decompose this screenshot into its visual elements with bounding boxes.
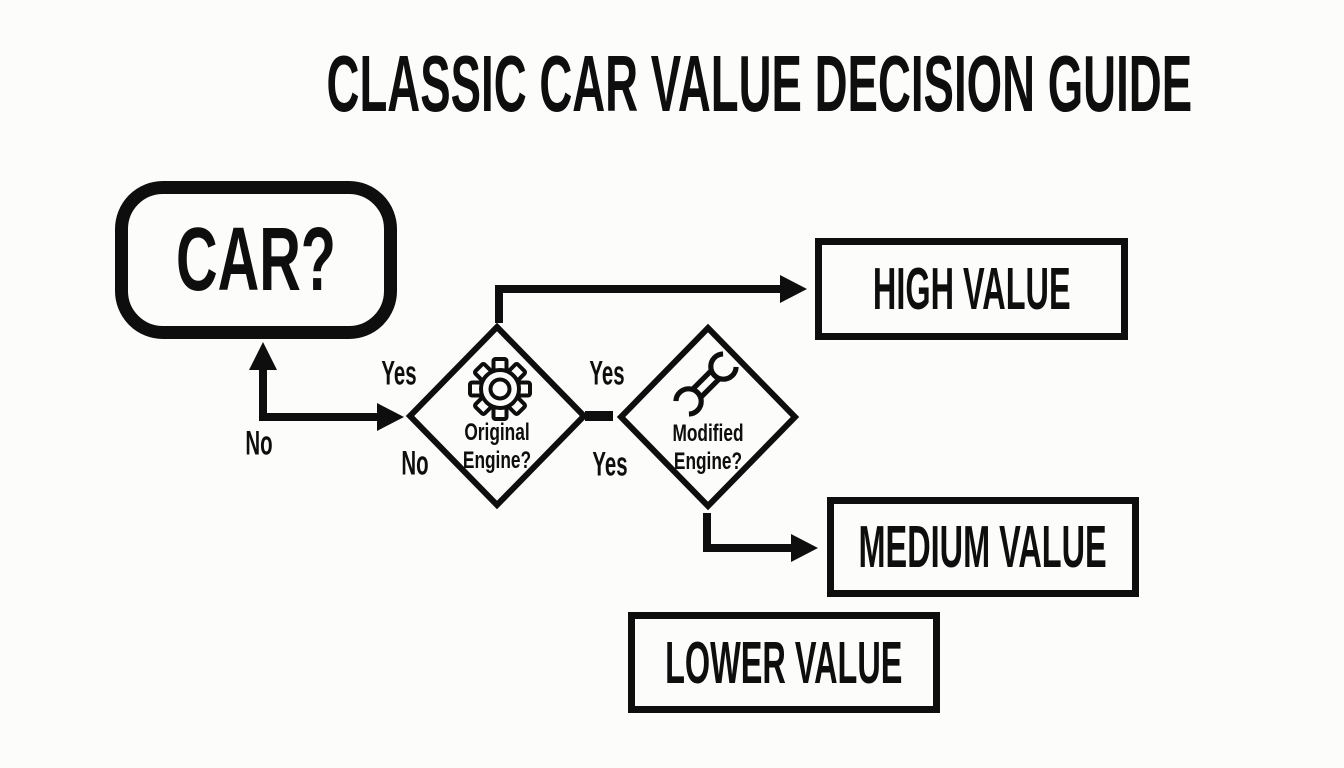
arrowhead-right-to-high-value: [780, 275, 807, 303]
arrowhead-right-to-medium-value: [791, 534, 818, 562]
edge-to-medium-value: [703, 513, 792, 552]
arrowhead-up-to-car: [249, 342, 277, 370]
node-car: CAR?: [115, 181, 397, 339]
node-high-value: HIGH VALUE: [815, 238, 1128, 340]
edge-label-yes-mid-bottom: Yes: [592, 445, 628, 484]
edge-elbow-car: [259, 354, 378, 421]
page-title: CLASSIC CAR VALUE DECISION GUIDE: [0, 38, 1344, 130]
node-medium-value-label: MEDIUM VALUE: [858, 514, 1108, 580]
edge-to-high-value: [495, 285, 781, 323]
page-title-text: CLASSIC CAR VALUE DECISION GUIDE: [326, 39, 1193, 128]
decision-modified-engine-shape: [616, 323, 800, 511]
gear-icon: [468, 357, 532, 421]
edge-label-yes-left: Yes: [381, 354, 417, 393]
edge-label-no-below-original-engine: No: [401, 444, 429, 483]
decision-original-engine-label: Original Engine?: [462, 419, 532, 474]
arrowhead-right-to-original-engine: [377, 403, 404, 431]
edge-label-yes-mid-top: Yes: [589, 354, 625, 393]
node-lower-value: LOWER VALUE: [628, 612, 940, 713]
node-medium-value: MEDIUM VALUE: [827, 497, 1139, 597]
wrench-icon: [673, 351, 739, 417]
node-car-label: CAR?: [176, 209, 336, 310]
edge-label-no-left: No: [245, 424, 273, 463]
node-lower-value-label: LOWER VALUE: [665, 629, 903, 696]
node-high-value-label: HIGH VALUE: [872, 256, 1071, 322]
decision-modified-engine-label: Modified Engine?: [672, 420, 744, 475]
